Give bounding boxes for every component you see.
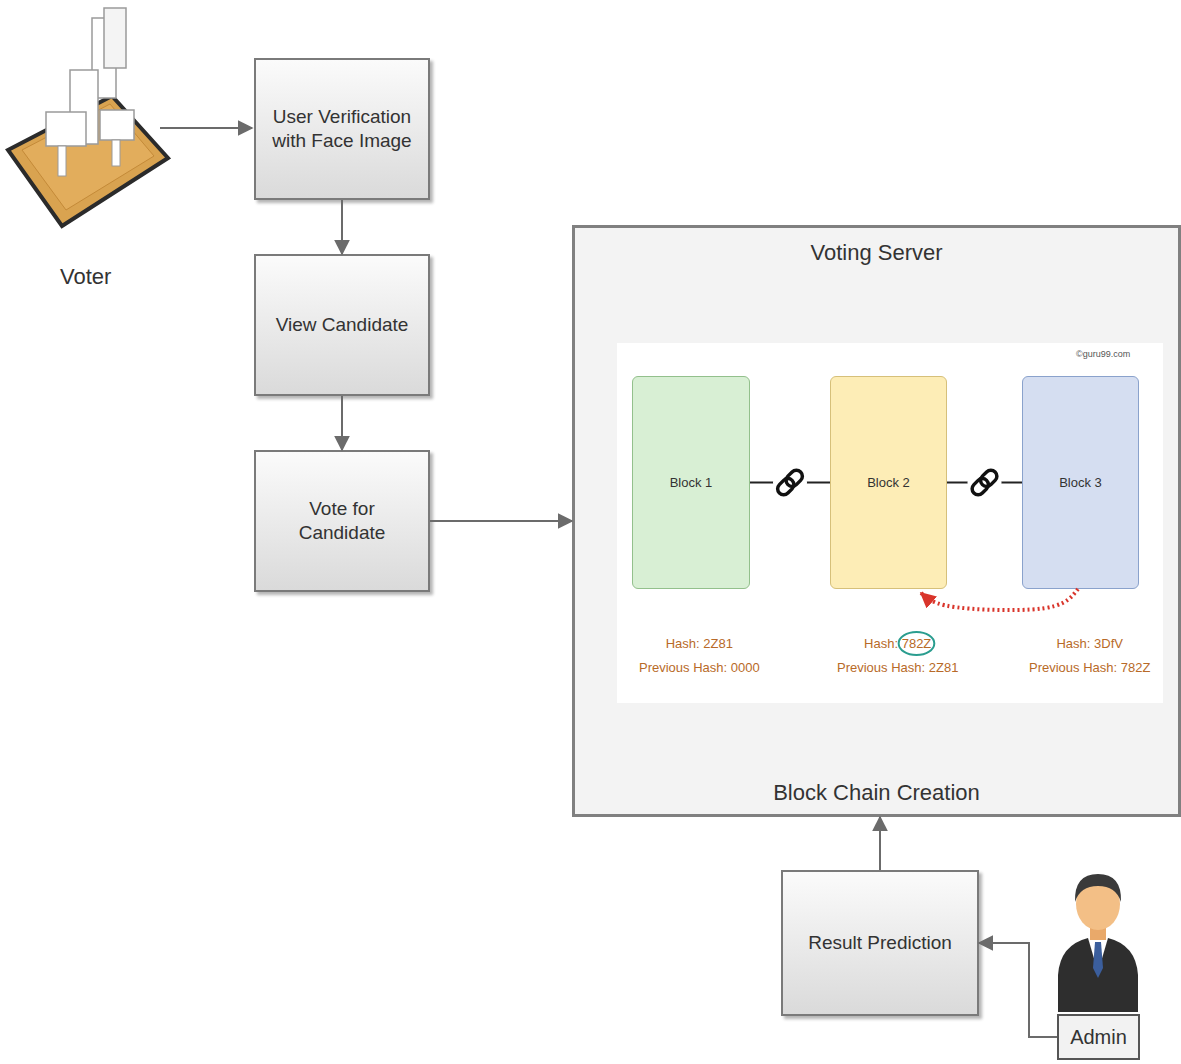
chain-icon xyxy=(960,458,1008,506)
node-label: Block 3 xyxy=(1059,475,1102,490)
server-caption: Block Chain Creation xyxy=(773,780,980,806)
node-label: View Candidate xyxy=(276,313,409,337)
server-title: Voting Server xyxy=(810,240,942,266)
flow-arrow xyxy=(341,396,343,450)
flow-arrow xyxy=(879,817,881,870)
voter-icon xyxy=(8,8,168,226)
process-box: View Candidate xyxy=(254,254,430,396)
hash-reference-arrow xyxy=(921,589,1078,610)
hash-group: Hash: 2Z81Previous Hash: 0000 xyxy=(639,632,760,680)
node-label: Block 1 xyxy=(670,475,713,490)
block-box: Block 2Hash: 782ZPrevious Hash: 2Z81 xyxy=(830,376,947,589)
hash-text: Previous Hash: 782Z xyxy=(1029,656,1150,680)
hash-text: Hash: 3DfV xyxy=(1029,632,1150,656)
node-label: Block 2 xyxy=(867,475,910,490)
chain-icon xyxy=(766,458,814,506)
hash-text: Hash: 782Z xyxy=(837,632,958,656)
hash-text: Previous Hash: 0000 xyxy=(639,656,760,680)
block-box: Block 1Hash: 2Z81Previous Hash: 0000 xyxy=(632,376,750,589)
block-box: Block 3Hash: 3DfVPrevious Hash: 782Z xyxy=(1022,376,1139,589)
role-box: Admin xyxy=(1057,1014,1140,1060)
node-label: Result Prediction xyxy=(808,931,952,955)
hash-group: Hash: 3DfVPrevious Hash: 782Z xyxy=(1029,632,1150,680)
watermark: ©guru99.com xyxy=(1076,349,1130,359)
flow-arrow xyxy=(979,943,1057,1037)
admin-icon xyxy=(1058,874,1138,1012)
process-box: User Verification with Face Image xyxy=(254,58,430,200)
process-box: Result Prediction xyxy=(781,870,979,1016)
node-label: Vote for Candidate xyxy=(264,497,420,545)
server-box: Voting ServerBlock Chain Creation Block 1… xyxy=(572,225,1181,817)
hash-text: Previous Hash: 2Z81 xyxy=(837,656,958,680)
process-box: Vote for Candidate xyxy=(254,450,430,592)
voter-arrow xyxy=(160,127,252,129)
hash-group: Hash: 782ZPrevious Hash: 2Z81 xyxy=(837,632,958,680)
flow-arrow xyxy=(341,200,343,254)
actor-label: Voter xyxy=(60,264,111,290)
hash-text: Hash: 2Z81 xyxy=(639,632,760,656)
flow-arrow xyxy=(430,520,572,522)
node-label: Admin xyxy=(1070,1026,1127,1049)
node-label: User Verification with Face Image xyxy=(264,105,420,153)
highlight-circle xyxy=(899,632,935,655)
